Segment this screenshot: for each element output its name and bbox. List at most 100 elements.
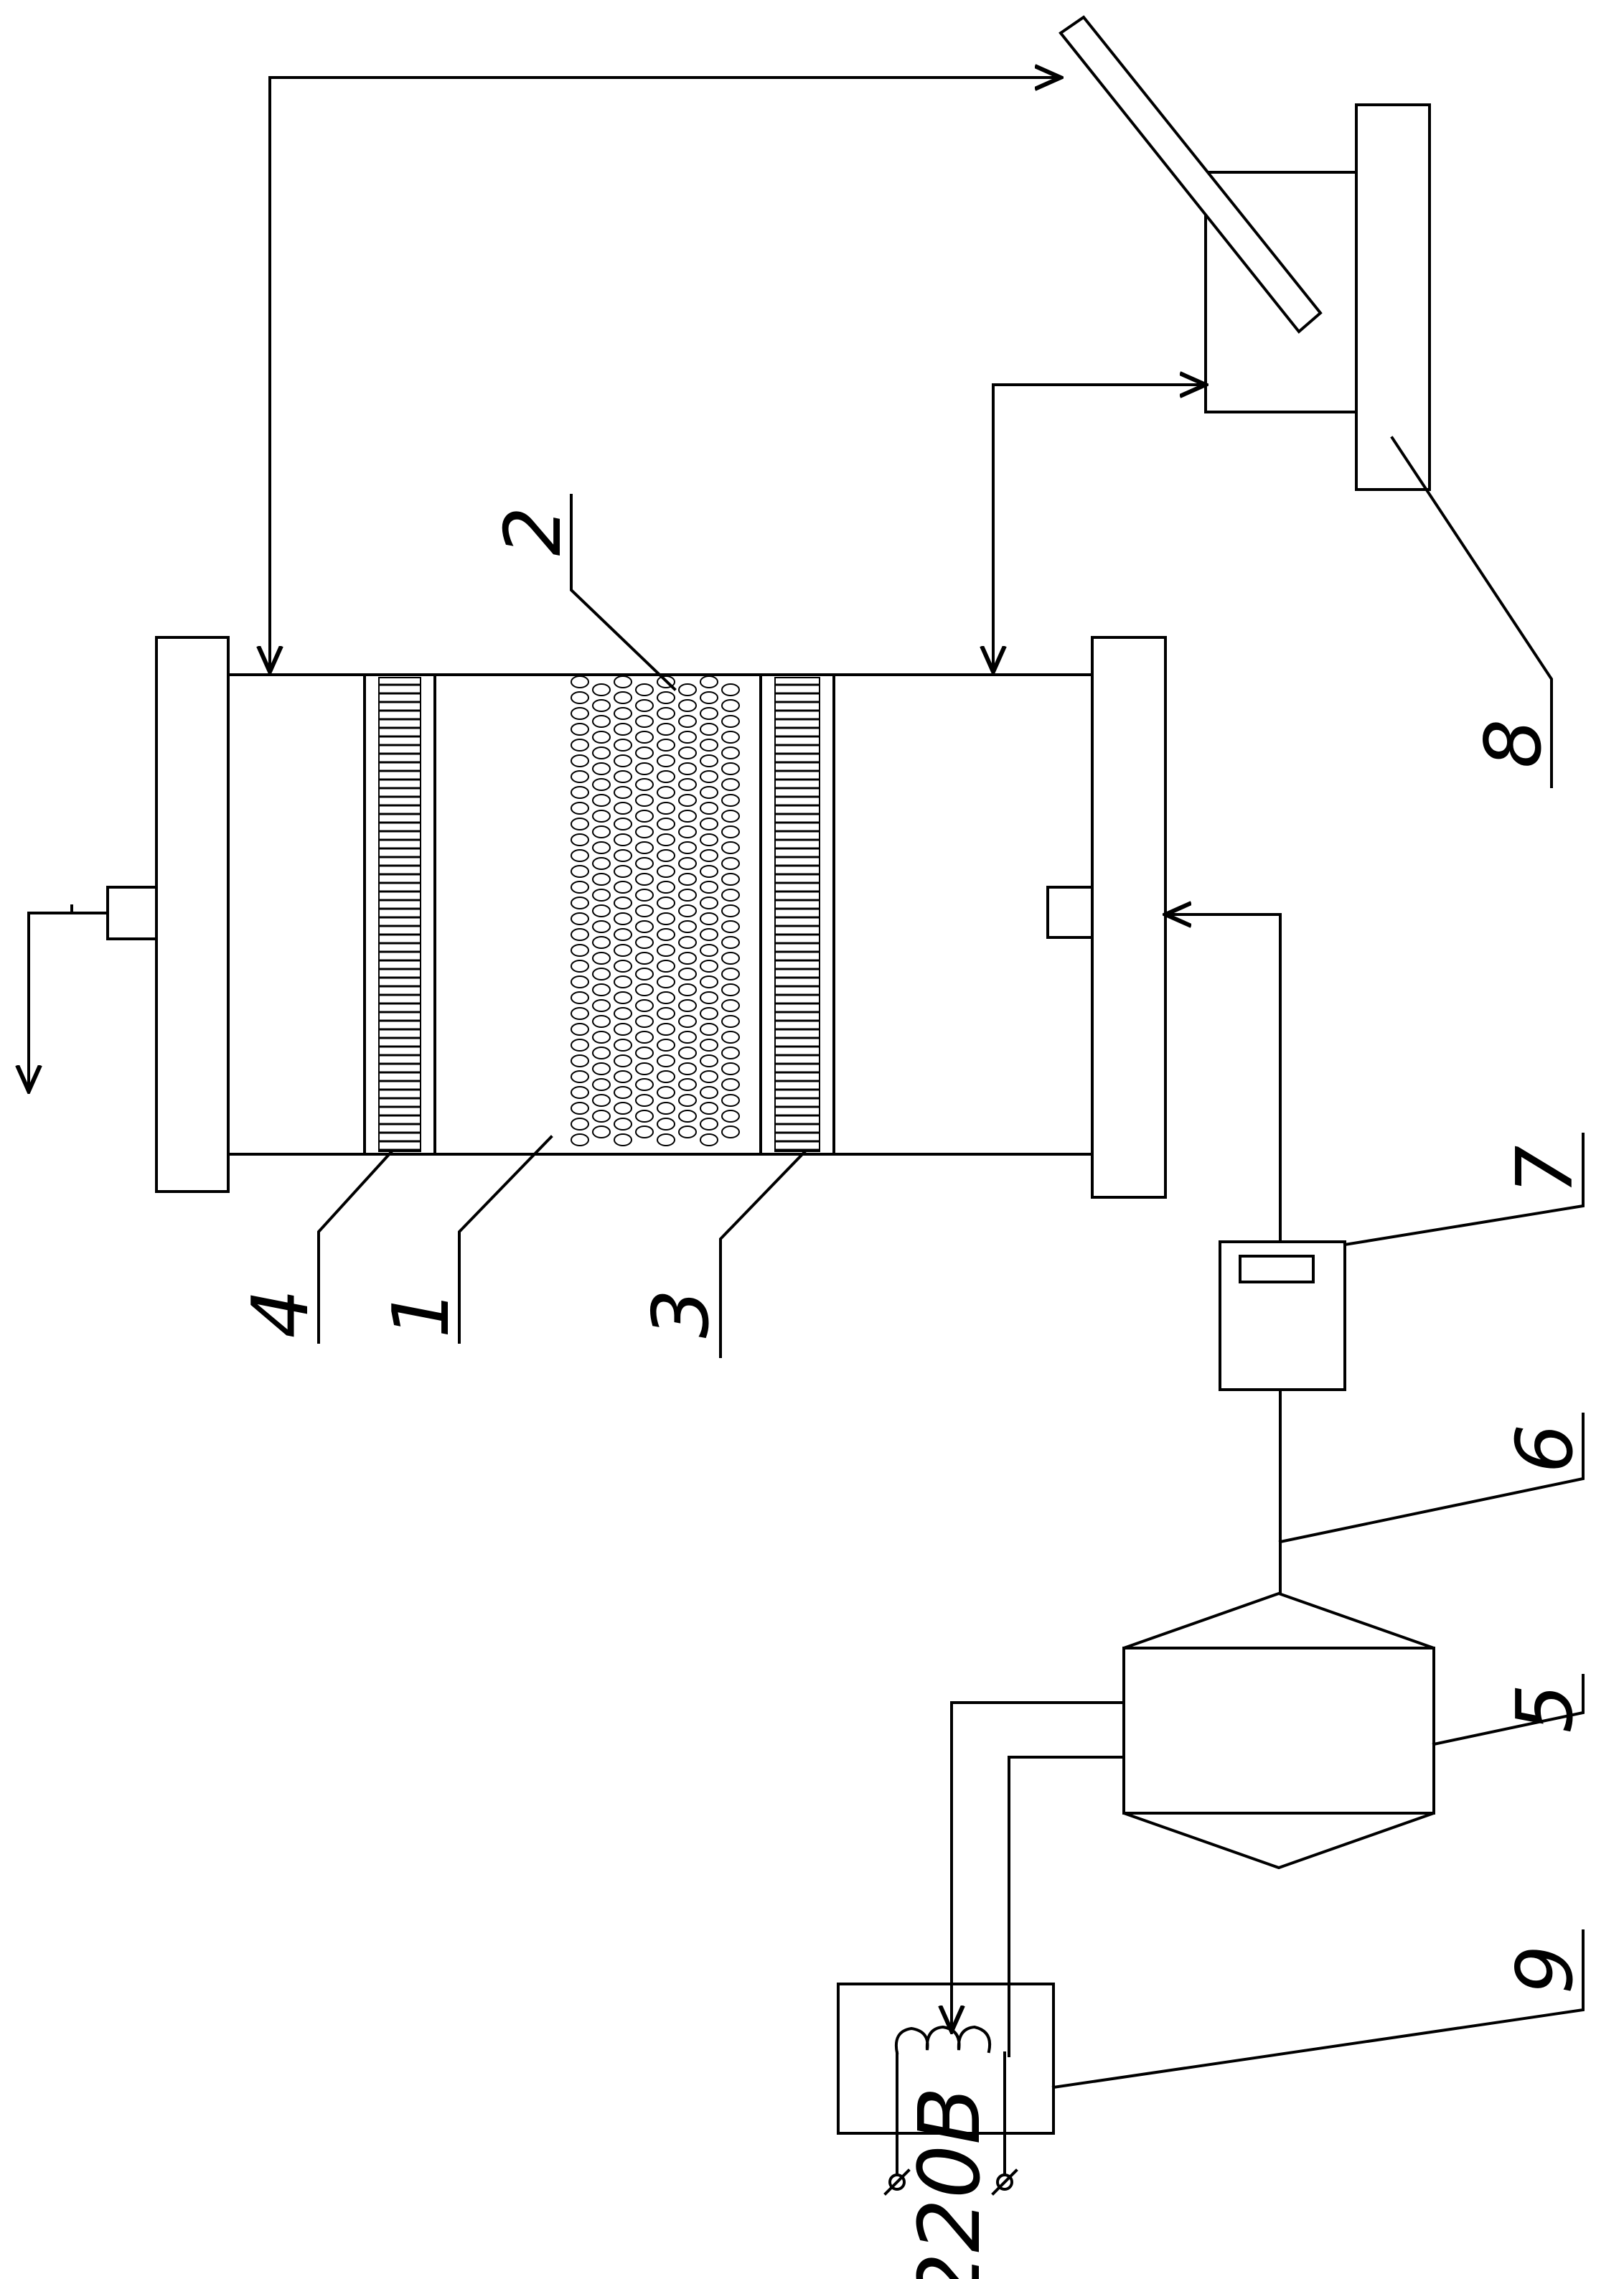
granule [700, 802, 718, 815]
flow-meter [1219, 1240, 1346, 1391]
granule [678, 999, 697, 1012]
granule [614, 833, 632, 846]
granule [700, 944, 718, 957]
granule [721, 1062, 740, 1075]
granule [592, 1126, 611, 1138]
granule [721, 810, 740, 823]
granule [635, 794, 654, 807]
granule [571, 928, 589, 941]
granule [614, 802, 632, 815]
granule [635, 762, 654, 775]
granule [635, 889, 654, 902]
label-1: 1 [377, 1289, 466, 1339]
granule [635, 810, 654, 823]
granule [657, 754, 675, 767]
granule [635, 904, 654, 917]
granule [657, 1086, 675, 1099]
granule [721, 920, 740, 933]
granule [571, 912, 589, 925]
granule [678, 747, 697, 759]
granule [678, 936, 697, 949]
granule [571, 786, 589, 799]
granule [592, 825, 611, 838]
granule [657, 960, 675, 973]
granule [700, 1007, 718, 1020]
granule [678, 952, 697, 965]
granule [614, 754, 632, 767]
leader-8 [1390, 436, 1553, 788]
granule [592, 857, 611, 870]
granule [700, 975, 718, 988]
granule [571, 707, 589, 720]
granule [614, 770, 632, 783]
granule [721, 715, 740, 728]
granule [721, 1078, 740, 1091]
granule [657, 802, 675, 815]
granule [614, 1102, 632, 1115]
granule [721, 825, 740, 838]
granule [700, 739, 718, 752]
bottom-nozzle [1046, 886, 1094, 939]
granule [592, 1094, 611, 1107]
granule [592, 1015, 611, 1028]
granule [571, 739, 589, 752]
granule [592, 873, 611, 886]
label-8: 8 [1469, 719, 1559, 769]
granule [635, 747, 654, 759]
granule [657, 1007, 675, 1020]
granule [700, 991, 718, 1004]
granule [700, 1039, 718, 1052]
granule [721, 1031, 740, 1044]
bottom-flange [1091, 636, 1167, 1199]
granule [614, 691, 632, 704]
granule [700, 928, 718, 941]
granule [657, 975, 675, 988]
granule [657, 707, 675, 720]
pump-top-cone [1123, 1591, 1435, 1649]
label-9: 9 [1501, 1945, 1590, 1995]
granule [678, 731, 697, 744]
granule [700, 770, 718, 783]
granule [592, 683, 611, 696]
pump-bottom-cone [1123, 1812, 1435, 1870]
granule [678, 715, 697, 728]
granule [678, 841, 697, 854]
leader-lines [317, 436, 1585, 2090]
granule [571, 881, 589, 894]
leader-3 [719, 1149, 807, 1358]
granule [614, 991, 632, 1004]
granule [721, 999, 740, 1012]
granule [721, 841, 740, 854]
granule [700, 707, 718, 720]
granule [700, 723, 718, 736]
granule [700, 1070, 718, 1083]
granule [614, 897, 632, 909]
granule [571, 1070, 589, 1083]
granule [592, 699, 611, 712]
collector-assembly [1059, 15, 1431, 491]
leader-7 [1343, 1133, 1585, 1247]
granule [614, 1039, 632, 1052]
leader-5 [1432, 1674, 1585, 1746]
granule [635, 731, 654, 744]
label-3: 3 [637, 1289, 726, 1339]
granule [700, 912, 718, 925]
granule [635, 983, 654, 996]
granule [700, 1133, 718, 1146]
granule [700, 1023, 718, 1036]
granule [678, 920, 697, 933]
granule [721, 747, 740, 759]
pipe-meter-to-column [1165, 914, 1282, 1243]
granule [678, 889, 697, 902]
granule [571, 849, 589, 862]
granule [592, 904, 611, 917]
granule [700, 675, 718, 688]
granule [700, 786, 718, 799]
granule [592, 778, 611, 791]
granule [614, 865, 632, 878]
granule [592, 794, 611, 807]
granule [657, 928, 675, 941]
granule [657, 849, 675, 862]
granule [592, 762, 611, 775]
granule [700, 960, 718, 973]
